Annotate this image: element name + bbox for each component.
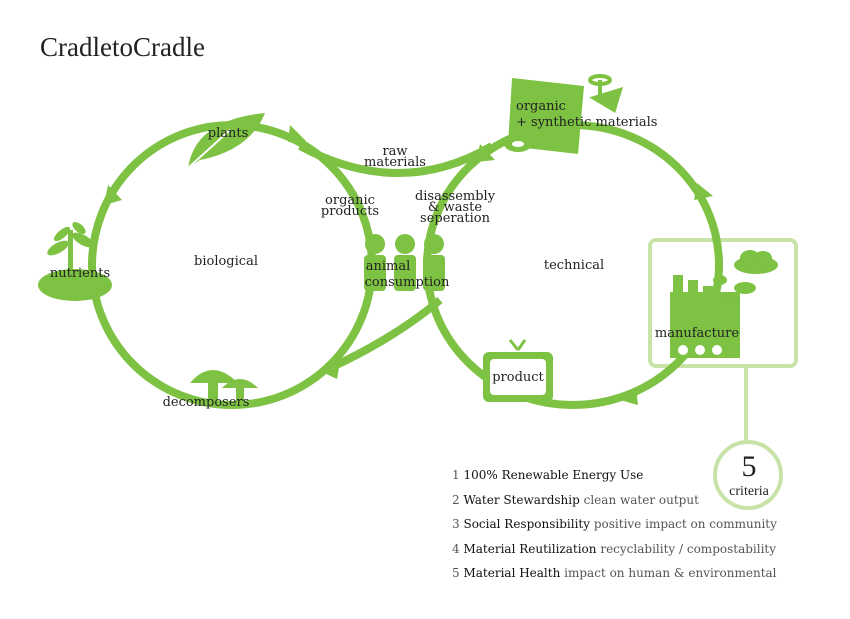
criteria-number: 5 (742, 450, 757, 483)
cycle-labels: plants nutrients decomposers biological … (50, 99, 740, 410)
criteria-list: 1 100% Renewable Energy Use 2 Water Stew… (452, 466, 777, 589)
label-raw-2: materials (364, 155, 426, 170)
criteria-item: 5 Material Health impact on human & envi… (452, 566, 777, 580)
label-nutrients: nutrients (50, 266, 110, 281)
label-plants: plants (208, 126, 249, 141)
people-icon (364, 234, 445, 291)
plant-sprout-icon (38, 222, 112, 301)
label-technical: technical (544, 258, 604, 273)
label-decomposers: decomposers (163, 395, 250, 410)
criteria-item: 4 Material Reutilization recyclability /… (452, 541, 777, 556)
label-disassembly-2: & waste (428, 200, 482, 215)
label-organic-materials-1: organic (516, 99, 566, 114)
label-biological: biological (194, 254, 258, 269)
criteria-item: 1 100% Renewable Energy Use (452, 468, 644, 482)
arrow-icon (104, 185, 122, 205)
consumption-bridge (328, 296, 443, 372)
label-organic-materials-2: + synthetic materials (516, 115, 657, 130)
label-disassembly-3: seperation (420, 211, 491, 226)
arrow-icon (476, 144, 495, 162)
leaf-icon (187, 113, 265, 169)
label-organic-products-1: organic (325, 193, 375, 208)
criteria-item: 2 Water Stewardship clean water output (452, 492, 699, 507)
raw-materials-bridge (298, 142, 495, 177)
label-organic-products-2: products (321, 204, 379, 219)
factory-icon (670, 275, 740, 358)
label-consumption: consumption (365, 275, 450, 290)
pipe-valve-icon (588, 74, 623, 114)
material-box-icon (504, 78, 584, 154)
arrow-icon (620, 387, 638, 405)
criteria-connector (648, 238, 798, 510)
label-manufacture: manufacture (655, 326, 739, 341)
label-raw-1: raw (382, 144, 407, 159)
arrow-icon (288, 125, 306, 142)
page-title: CradletoCradle (40, 32, 205, 62)
label-animal: animal (366, 259, 411, 274)
cloud-icon (713, 250, 778, 304)
cycle-arrows (104, 125, 713, 405)
arrow-icon (694, 183, 713, 200)
tv-icon (483, 339, 553, 402)
mushroom-icon (190, 370, 258, 402)
criteria-label: criteria (729, 484, 769, 499)
criteria-item: 3 Social Responsibility positive impact … (452, 517, 777, 531)
label-disassembly-1: disassembly (415, 189, 496, 204)
label-product: product (492, 370, 544, 385)
arrow-icon (322, 362, 340, 379)
